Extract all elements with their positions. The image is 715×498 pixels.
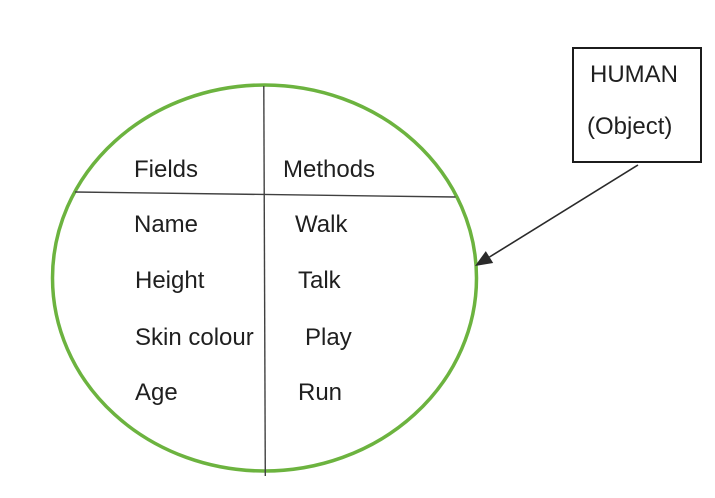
field-item-skin-colour: Skin colour <box>135 324 254 351</box>
methods-column-header: Methods <box>283 156 376 183</box>
method-item-play: Play <box>305 324 352 351</box>
field-item-name: Name <box>134 211 199 238</box>
human-box-title: HUMAN <box>590 61 678 88</box>
fields-column-header: Fields <box>134 156 199 183</box>
field-item-height: Height <box>135 267 205 294</box>
method-item-walk: Walk <box>295 211 348 238</box>
object-circle <box>50 83 479 473</box>
vertical-divider-line <box>263 85 266 477</box>
method-item-talk: Talk <box>298 267 341 294</box>
horizontal-divider-line <box>74 191 456 198</box>
field-item-age: Age <box>135 379 178 406</box>
pointer-arrowhead-icon <box>475 251 494 266</box>
method-item-run: Run <box>298 379 343 406</box>
human-object-box: HUMAN (Object) <box>572 47 702 163</box>
human-box-subtitle: (Object) <box>587 113 673 140</box>
pointer-arrow-line <box>489 164 639 258</box>
